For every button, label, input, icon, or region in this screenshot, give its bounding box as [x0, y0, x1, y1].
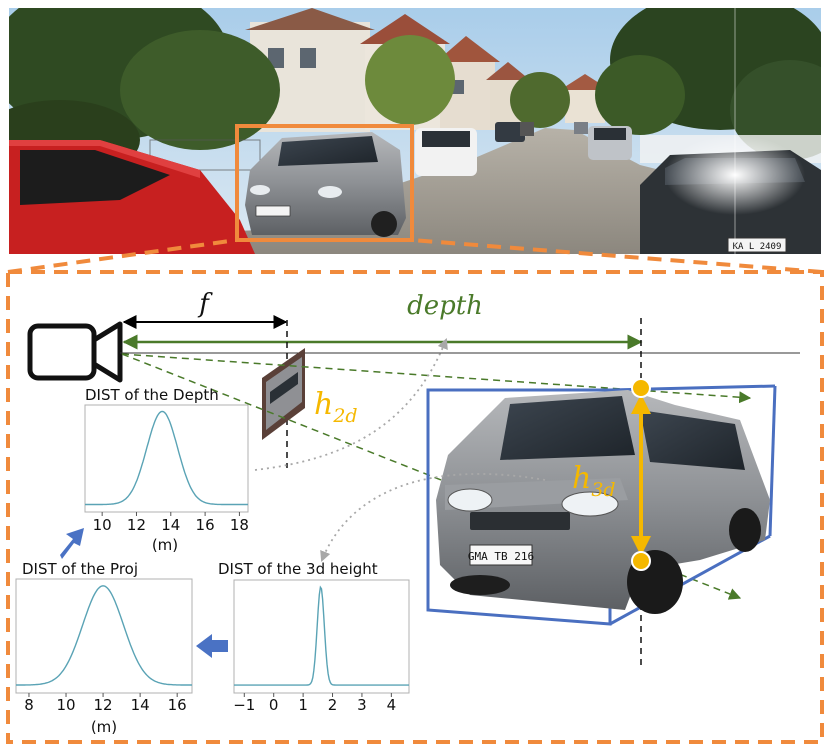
zoom-frame: [6, 238, 824, 744]
image-plane-thumbnail: [262, 348, 305, 440]
trees: [9, 8, 821, 180]
depth-label: depth: [407, 291, 483, 321]
chart-proj-tick-label: 14: [131, 696, 150, 714]
red-car: [9, 140, 255, 254]
chart-depth-series: [85, 410, 248, 506]
chart-height-distribution: DIST of the 3d height −1 0 1 2 3 4: [218, 560, 410, 714]
chart-height-title: DIST of the 3d height: [218, 560, 378, 578]
chart-proj-curve: [16, 585, 192, 686]
camera-icon: [27, 321, 123, 383]
photo-silver-car: [245, 132, 406, 237]
street-photo: KA L 2409: [9, 8, 821, 254]
photo-crop-box: [235, 124, 414, 242]
dark-car: KA L 2409: [640, 8, 821, 254]
top-keypoint: [631, 378, 651, 398]
plate-text: GMA TB 216: [468, 550, 534, 563]
chart-proj-distribution: DIST of the Proj 8 10 12 14 16 (m): [15, 560, 193, 736]
flow-arrows: [254, 337, 546, 563]
chart-proj-unit: (m): [91, 718, 117, 736]
chart-depth-tick-label: 12: [127, 516, 146, 534]
chart-depth-tick-label: 10: [93, 516, 112, 534]
arrow-to-proj-icon: [196, 634, 228, 658]
chart-height-tick-label: 1: [298, 696, 308, 714]
chart-depth-title: DIST of the Depth: [85, 386, 219, 404]
chart-depth-tick-label: 18: [230, 516, 249, 534]
chart-height-curve: [234, 585, 409, 686]
chart-depth-tick-label: 16: [196, 516, 215, 534]
chart-height-tick-label: 0: [269, 696, 279, 714]
chart-proj-series: [16, 585, 192, 686]
chart-proj-tick-label: 10: [56, 696, 75, 714]
distant-plate-text: KA L 2409: [733, 242, 782, 252]
chart-height-ticks: −1 0 1 2 3 4: [233, 693, 396, 714]
arrow-to-depth-icon: [60, 528, 84, 559]
chart-depth-frame: [84, 404, 249, 513]
chart-height-tick-label: −1: [233, 696, 255, 714]
h2d-label: h2d: [314, 387, 358, 427]
chart-height-tick-label: 2: [328, 696, 338, 714]
chart-depth-unit: (m): [152, 536, 178, 554]
chart-depth-ticks: 10 12 14 16 18: [93, 512, 249, 534]
chart-proj-title: DIST of the Proj: [22, 560, 138, 578]
chart-proj-tick-label: 16: [168, 696, 187, 714]
chart-height-tick-label: 3: [357, 696, 367, 714]
distant-cars: [415, 122, 632, 176]
chart-height-series: [234, 585, 409, 686]
chart-proj-tick-label: 8: [24, 696, 34, 714]
bottom-keypoint: [631, 551, 651, 571]
h3d-label: h3d: [572, 461, 616, 501]
chart-height-tick-label: 4: [387, 696, 397, 714]
chart-proj-ticks: 8 10 12 14 16: [24, 693, 187, 714]
chart-proj-tick-label: 12: [94, 696, 113, 714]
chart-proj-frame: [15, 578, 193, 694]
focal-label: f: [197, 289, 213, 319]
chart-depth-distribution: DIST of the Depth 10 12 14 16 18 (m): [84, 386, 249, 554]
chart-depth-curve: [85, 410, 248, 506]
chart-depth-tick-label: 14: [161, 516, 180, 534]
chart-height-frame: [233, 579, 410, 694]
silver-car: GMA TB 216: [436, 390, 770, 614]
